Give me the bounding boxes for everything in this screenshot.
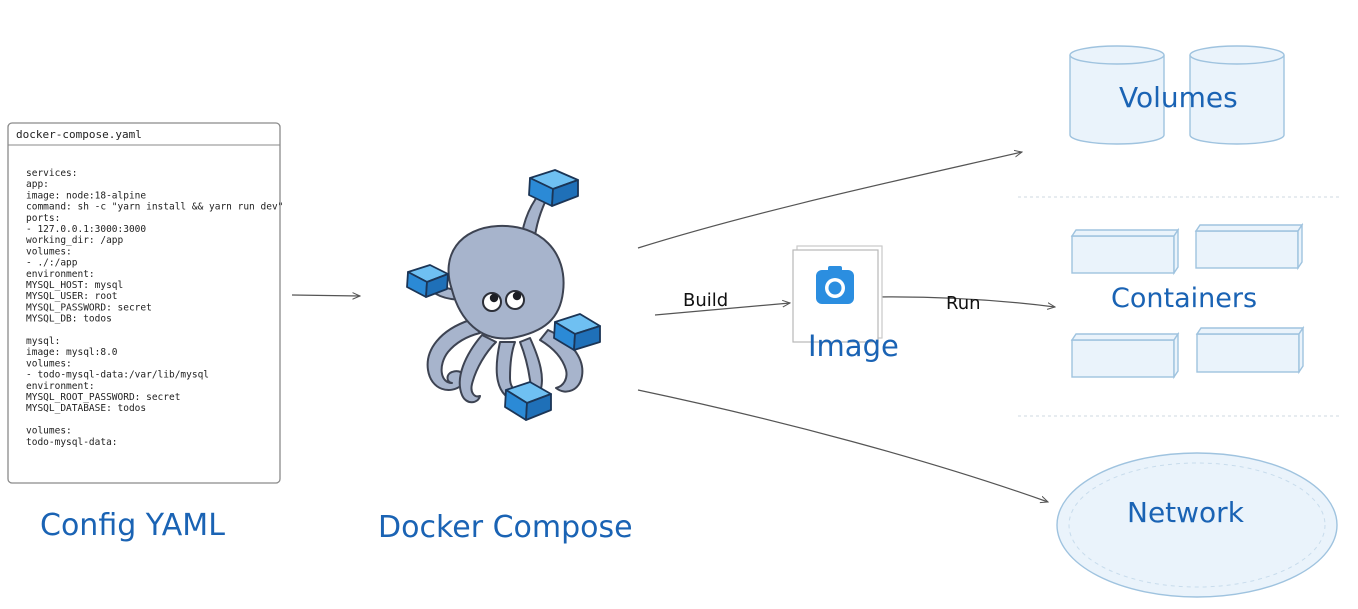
yaml-line: working_dir: /app <box>26 235 124 246</box>
arrow-yaml-to-compose <box>291 295 360 296</box>
arrow-image-to-containers <box>871 296 1055 307</box>
image-label: Image <box>808 329 899 363</box>
arrow-build-to-image <box>654 303 790 316</box>
yaml-line: image: node:18-alpine <box>26 190 146 201</box>
yaml-line: environment: <box>26 269 95 280</box>
yaml-line: MYSQL_PASSWORD: secret <box>26 302 152 313</box>
config-yaml-label: Config YAML <box>40 508 225 543</box>
yaml-code-lines: services: app: image: node:18-alpine com… <box>26 168 283 448</box>
yaml-line: MYSQL_DATABASE: todos <box>26 403 146 414</box>
yaml-line: volumes: <box>26 358 72 369</box>
network-label: Network <box>1127 496 1245 529</box>
docker-compose-label: Docker Compose <box>378 510 633 545</box>
container-box-icon <box>1070 227 1180 276</box>
cloud-icon <box>1056 452 1338 598</box>
run-label: Run <box>946 293 981 314</box>
yaml-file-title: docker-compose.yaml <box>16 128 142 141</box>
yaml-line: volumes: <box>26 246 72 257</box>
container-box-icon <box>1194 222 1304 271</box>
container-box-icon <box>1070 331 1180 380</box>
cylinder-icon <box>1189 45 1285 145</box>
yaml-line: mysql: <box>26 336 60 347</box>
volumes-label: Volumes <box>1119 81 1238 114</box>
yaml-line: - ./:/app <box>26 258 78 269</box>
yaml-line: image: mysql:8.0 <box>26 347 118 358</box>
yaml-line: MYSQL_DB: todos <box>26 314 112 325</box>
arrow-compose-to-volumes <box>637 152 1022 249</box>
volumes-group <box>1069 45 1285 145</box>
yaml-line: todo-mysql-data: <box>26 437 118 448</box>
yaml-line: app: <box>26 179 49 190</box>
cylinder-icon <box>1069 45 1165 145</box>
octopus-icon <box>406 169 601 421</box>
yaml-line: volumes: <box>26 426 72 437</box>
yaml-line: ports: <box>26 213 60 224</box>
image-card <box>792 245 883 343</box>
yaml-line: command: sh -c "yarn install && yarn run… <box>26 202 283 213</box>
yaml-line: environment: <box>26 381 95 392</box>
yaml-line: - 127.0.0.1:3000:3000 <box>26 224 146 235</box>
container-box-icon <box>1195 325 1305 375</box>
yaml-file-panel: docker-compose.yaml services: app: image… <box>7 122 283 484</box>
containers-group <box>1070 222 1305 380</box>
camera-icon <box>816 266 854 304</box>
build-label: Build <box>683 290 728 311</box>
containers-label: Containers <box>1111 283 1257 314</box>
arrow-compose-to-network <box>637 389 1048 502</box>
yaml-line: MYSQL_ROOT_PASSWORD: secret <box>26 392 180 403</box>
yaml-line: MYSQL_USER: root <box>26 291 118 302</box>
yaml-line: - todo-mysql-data:/var/lib/mysql <box>26 370 209 381</box>
yaml-line: services: <box>26 168 77 179</box>
yaml-line: MYSQL_HOST: mysql <box>26 280 123 291</box>
